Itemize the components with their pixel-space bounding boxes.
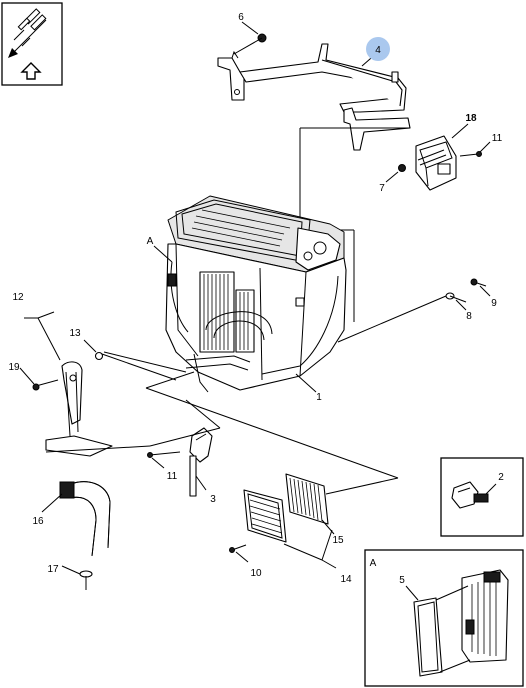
- callout-6: 6: [238, 12, 244, 23]
- callout-labels: 4 6 18 11 7 A 9 8 12 13 19 1 11 3 16 17 …: [8, 12, 504, 586]
- callout-1: 1: [316, 392, 322, 403]
- bolt-9: [470, 278, 487, 287]
- callout-9: 9: [491, 298, 497, 309]
- air-filter-housing-14: [243, 489, 287, 543]
- callout-10: 10: [250, 568, 262, 579]
- hose-16: [59, 481, 111, 557]
- callout-7: 7: [379, 183, 385, 194]
- callout-19: 19: [8, 362, 20, 373]
- inset-module-detail: [461, 569, 509, 663]
- callout-16: 16: [32, 516, 44, 527]
- location-arrow-icon: [8, 8, 47, 58]
- bolt-6: [233, 33, 267, 55]
- callout-13: 13: [69, 328, 81, 339]
- connector-part-2: [451, 481, 489, 509]
- callout-18: 18: [465, 113, 477, 124]
- screw-11-lower: [147, 451, 181, 458]
- control-module-18: [415, 135, 457, 191]
- callout-11-lower: 11: [167, 471, 178, 482]
- hvac-module-1: [165, 195, 347, 393]
- grommet-8: [445, 292, 467, 303]
- screw-10: [229, 544, 247, 553]
- callout-15: 15: [332, 535, 344, 546]
- callout-detail-inset-a: A: [370, 558, 377, 569]
- callout-17: 17: [47, 564, 59, 575]
- callout-3: 3: [210, 494, 216, 505]
- callout-2: 2: [498, 472, 504, 483]
- hvac-mounting-bracket: [217, 43, 411, 151]
- clip-13: [94, 351, 177, 381]
- front-direction-arrow-icon: [20, 62, 42, 80]
- filter-element-5: [413, 597, 443, 677]
- callout-detail-ref-a: A: [147, 236, 154, 247]
- callout-11-upper: 11: [492, 133, 503, 144]
- location-orientation-box: [1, 2, 63, 86]
- callout-8: 8: [466, 311, 472, 322]
- detail-inset-a: [364, 549, 524, 687]
- highlight-marker: [366, 37, 390, 61]
- callout-14: 14: [340, 574, 352, 585]
- leader-lines: [19, 21, 491, 590]
- heater-pipe-assembly-12: [45, 361, 113, 457]
- nut-7: [398, 164, 406, 172]
- screw-11-upper: [459, 151, 482, 157]
- callout-4: 4: [375, 45, 381, 56]
- callout-12: 12: [12, 292, 24, 303]
- detail-box-part-2: [440, 457, 524, 537]
- sensor-3: [189, 427, 213, 497]
- callout-5: 5: [399, 575, 405, 586]
- air-filter-15: [285, 473, 329, 525]
- screw-19: [32, 379, 59, 391]
